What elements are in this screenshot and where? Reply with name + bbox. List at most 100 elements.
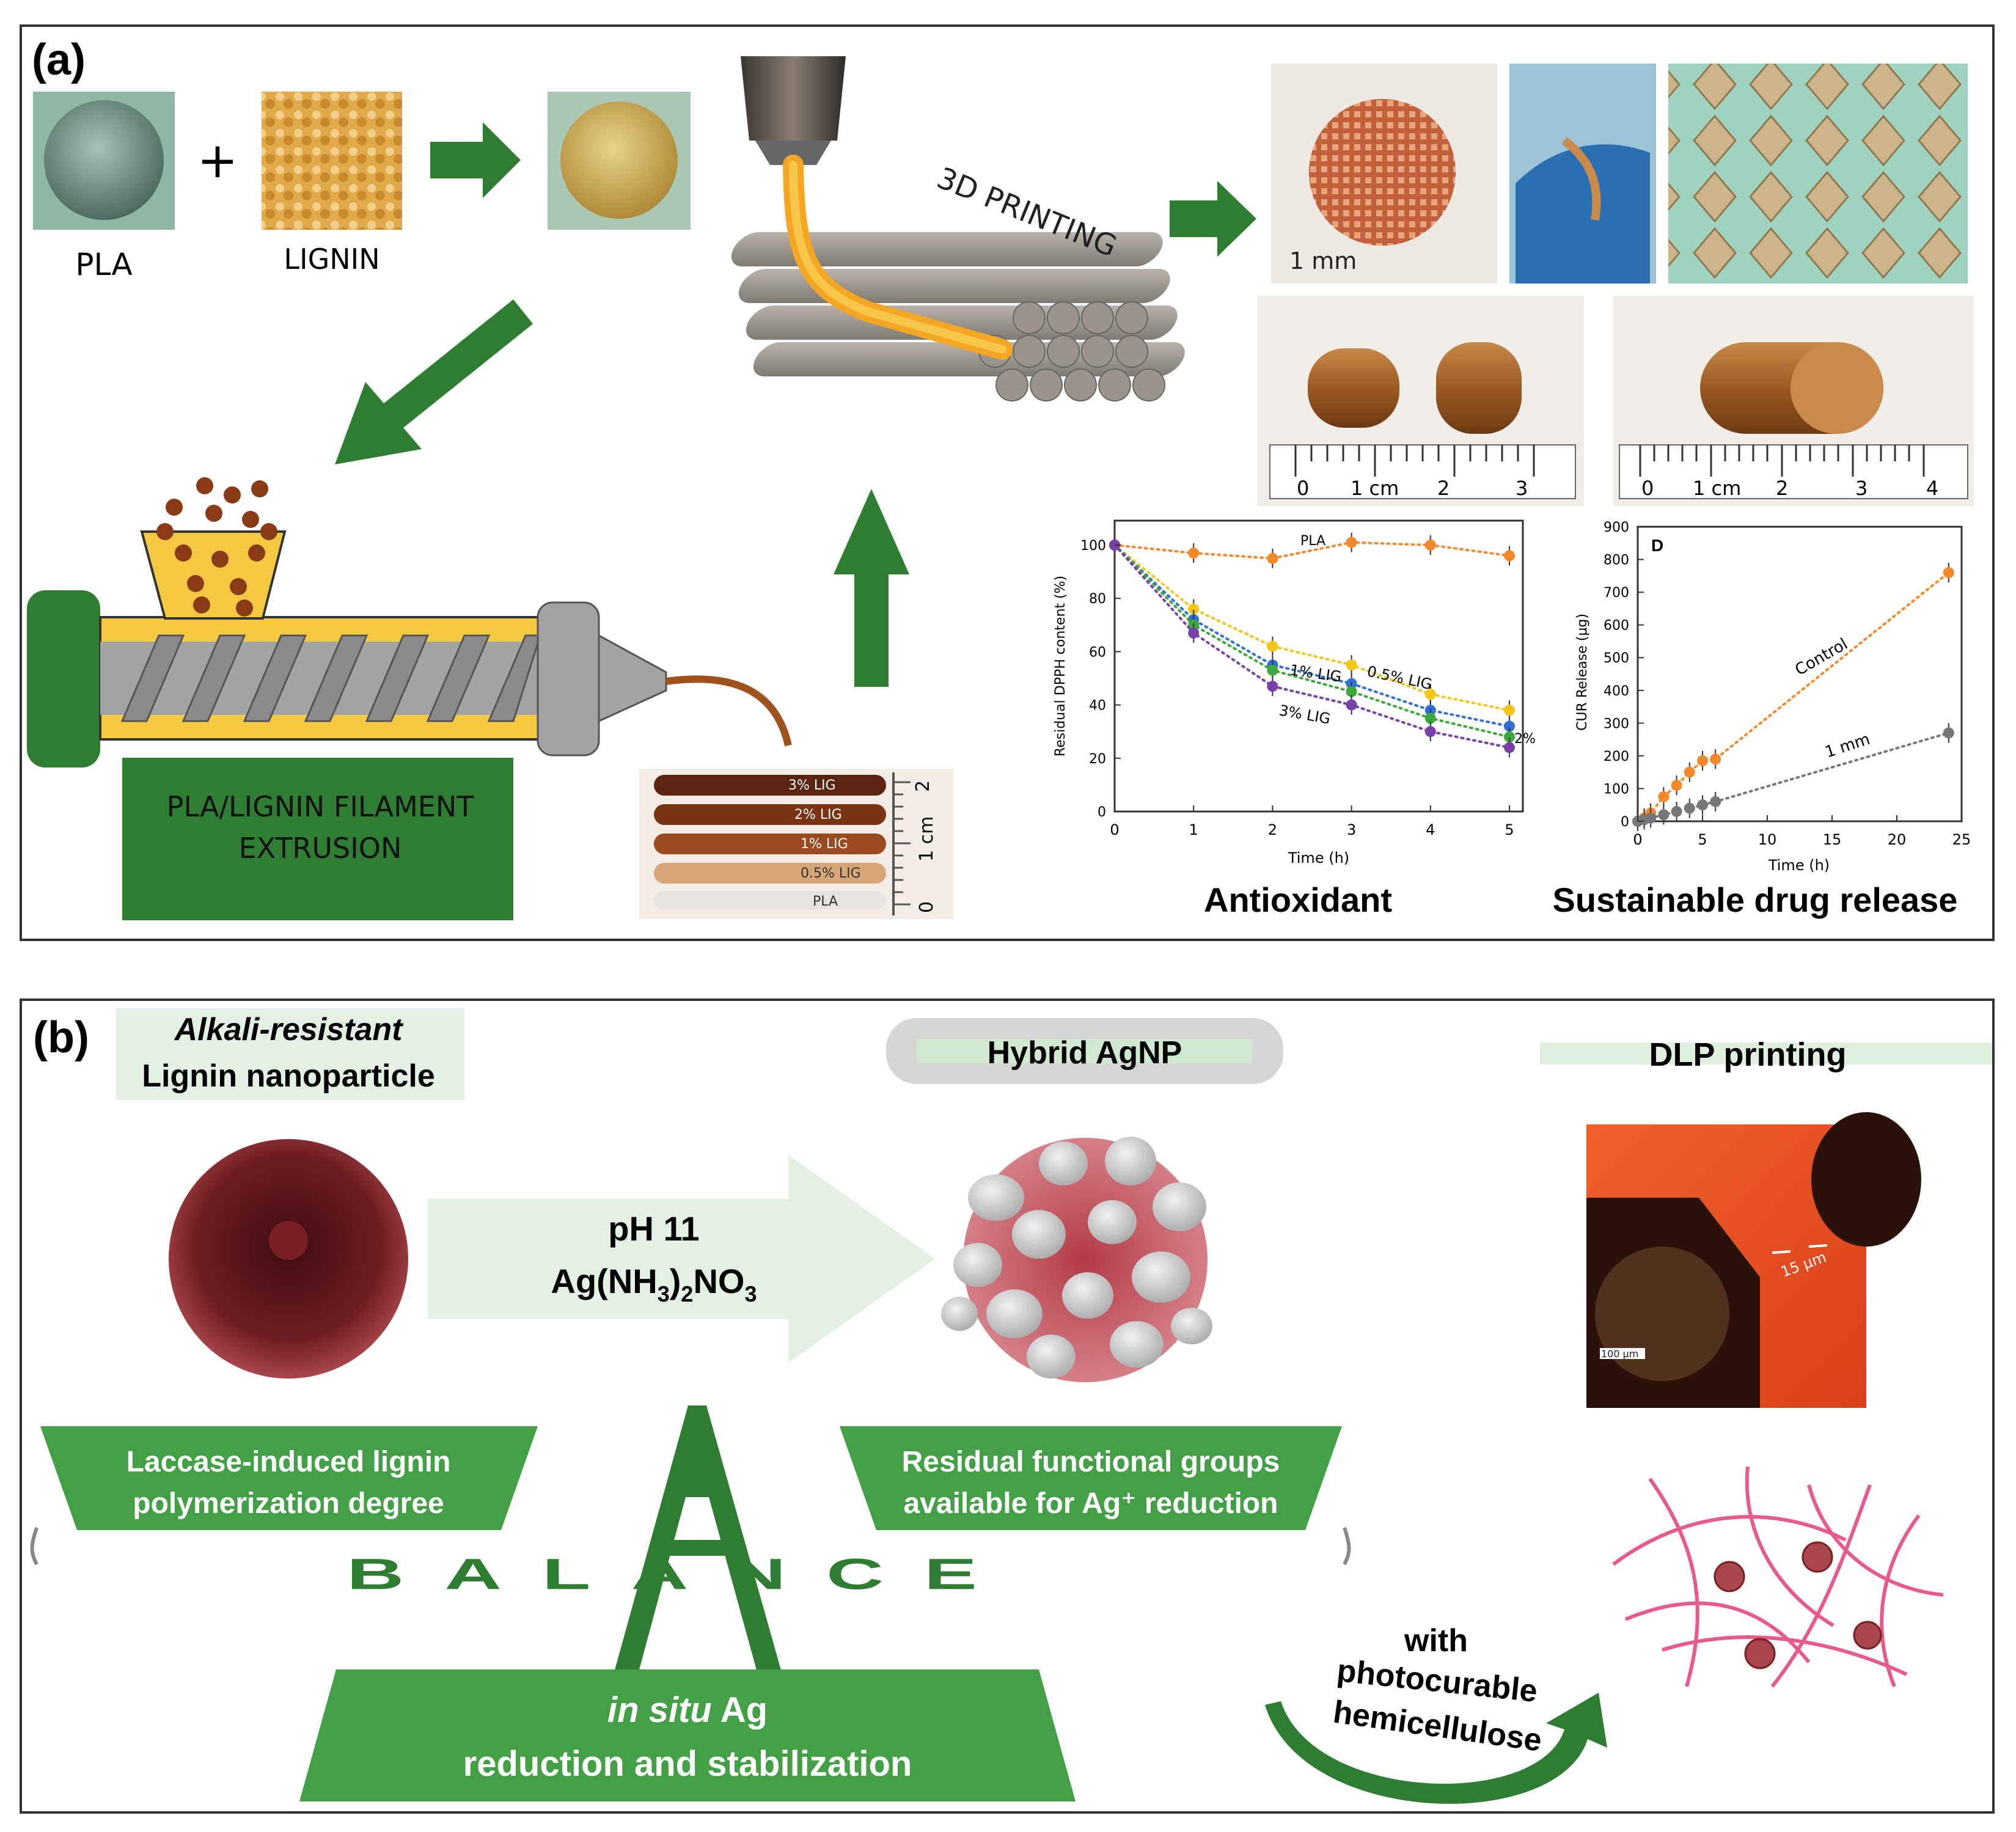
- chart2-data-point: [1697, 799, 1708, 811]
- chart2-data-point: [1943, 727, 1954, 739]
- dlp-micrograph: [1586, 1112, 1921, 1408]
- chart1-xlabel: Time (h): [1288, 849, 1349, 867]
- chart1-data-point: [1504, 720, 1515, 732]
- arrow-to-extrusion: [335, 299, 533, 464]
- chart1-ytick-label: 100: [1080, 538, 1106, 554]
- pla-pellet-photo: [33, 92, 175, 230]
- filament-ruler-2: 2: [912, 780, 934, 792]
- mesh-scale-label: 1 mm: [1289, 247, 1357, 274]
- lnp-title-bg: [116, 1008, 464, 1100]
- chart2-xtick-label: 5: [1698, 831, 1707, 848]
- arrow-mix: [430, 122, 521, 198]
- chart1-xtick-label: 2: [1268, 821, 1277, 838]
- chart1-data-point: [1424, 689, 1436, 700]
- lnp-title-line2: Lignin nanoparticle: [142, 1058, 435, 1094]
- ruler-large-0: 0: [1641, 477, 1654, 500]
- hybrid-agnp-particle: [941, 1137, 1212, 1382]
- filament-label-1: 1% LIG: [801, 837, 848, 852]
- chart2-data-point: [1710, 753, 1721, 765]
- chart2-ytick-label: 700: [1604, 585, 1629, 601]
- ruler-large-1cm: 1 cm: [1693, 477, 1741, 500]
- photo-line1: with: [1404, 1623, 1468, 1658]
- chart2-data-point: [1671, 805, 1682, 817]
- right-tray-line2: available for Ag⁺ reduction: [903, 1487, 1278, 1520]
- chart2-xlabel: Time (h): [1768, 857, 1830, 874]
- chart2-data-point: [1697, 755, 1708, 766]
- ruler-large-3: 3: [1855, 477, 1868, 500]
- chart1-xtick-label: 5: [1505, 821, 1514, 838]
- chart2-ytick-label: 800: [1604, 553, 1629, 568]
- series-label-2: 2%: [1514, 731, 1536, 747]
- filament-ruler-1cm: 1 cm: [916, 816, 937, 862]
- printed-mesh-photo: [1271, 64, 1497, 284]
- panel-a-letter: (a): [32, 35, 86, 84]
- chart1-series-line-4: [1113, 544, 1511, 749]
- caption-drug-release: Sustainable drug release: [1553, 881, 1958, 919]
- chart1-xtick-label: 4: [1426, 821, 1435, 838]
- dlp-title: DLP printing: [1649, 1036, 1847, 1073]
- chart2-data-point: [1658, 791, 1670, 802]
- chart1-data-point: [1504, 731, 1515, 742]
- lignin-particles: [156, 477, 277, 617]
- chart1-ytick-label: 60: [1089, 645, 1106, 660]
- chart2-data-point: [1658, 809, 1670, 821]
- panel-b-letter: (b): [33, 1013, 89, 1062]
- chart1-data-point: [1504, 742, 1515, 753]
- chart1-series-line-1: [1113, 544, 1511, 712]
- left-tray-line1: Laccase-induced lignin: [126, 1446, 451, 1478]
- chart2-xtick-label: 25: [1952, 831, 1971, 848]
- chart2-xtick-label: 20: [1888, 831, 1907, 848]
- chart2-ytick-label: 500: [1604, 651, 1629, 666]
- balance-swing-marks: [30, 1527, 1351, 1566]
- lnp-title-line1: Alkali-resistant: [174, 1012, 404, 1047]
- ruler-large-4: 4: [1926, 477, 1938, 500]
- chart2-panel-letter: D: [1651, 536, 1663, 555]
- balance-word: BALANCE: [346, 1550, 1017, 1599]
- pla-label: PLA: [75, 247, 132, 282]
- chart2-data-point: [1684, 766, 1695, 778]
- chart1-data-point: [1504, 705, 1515, 716]
- chart2-xtick-label: 15: [1823, 831, 1842, 848]
- caption-antioxidant: Antioxidant: [1204, 881, 1392, 919]
- extrusion-label-line1: PLA/LIGNIN FILAMENT: [167, 790, 475, 823]
- network-agnp-dots: [1714, 1541, 1882, 1669]
- chart2-xtick-label: 10: [1758, 831, 1777, 848]
- chart1-ytick-label: 20: [1089, 752, 1106, 767]
- chart1-series-line-0: [1113, 541, 1511, 560]
- chart1-data-point: [1267, 552, 1278, 564]
- chart2-ytick-label: 0: [1621, 815, 1629, 830]
- right-tray: [840, 1426, 1342, 1530]
- ruler-large-2: 2: [1776, 477, 1788, 500]
- plus-sign: +: [197, 132, 238, 189]
- series-label-pla: PLA: [1300, 533, 1325, 549]
- chart1-ytick-label: 0: [1098, 805, 1106, 820]
- chart1-ytick-label: 40: [1089, 698, 1106, 714]
- arrow-condition-ph: pH 11: [608, 1209, 699, 1248]
- base-line1: in situ Ag: [607, 1690, 768, 1730]
- lattice-micrograph-photo: [1668, 64, 1968, 284]
- extrusion-label-line2: EXTRUSION: [239, 832, 402, 865]
- lignin-powder-photo: [262, 92, 402, 230]
- chart1-xtick-label: 0: [1110, 821, 1119, 838]
- chart2-ytick-label: 200: [1604, 749, 1629, 764]
- micro-scale-label: 100 μm: [1601, 1348, 1638, 1360]
- lignin-nanoparticle: [169, 1139, 408, 1379]
- ruler-small-3: 3: [1516, 477, 1528, 500]
- chart1-data-point: [1424, 726, 1436, 738]
- chart1-xtick-label: 3: [1347, 821, 1356, 838]
- chart2-ytick-label: 400: [1604, 684, 1629, 699]
- filament-photo: [639, 769, 953, 919]
- chart1-data-point: [1267, 664, 1278, 676]
- chart2-ytick-label: 900: [1604, 520, 1629, 535]
- chart2-data-point: [1943, 566, 1954, 578]
- arrow-to-printing: [834, 489, 909, 687]
- chart1-data-point: [1504, 550, 1515, 562]
- base-tray: [299, 1669, 1076, 1801]
- dlp-title-bg: [1540, 1042, 1992, 1064]
- lignin-label: LIGNIN: [284, 243, 379, 276]
- chart1-series-line-2: [1113, 544, 1511, 728]
- hydrogel-network: [1612, 1466, 1944, 1688]
- filament-ruler-0: 0: [916, 901, 937, 913]
- ruler-small-1cm: 1 cm: [1351, 477, 1399, 500]
